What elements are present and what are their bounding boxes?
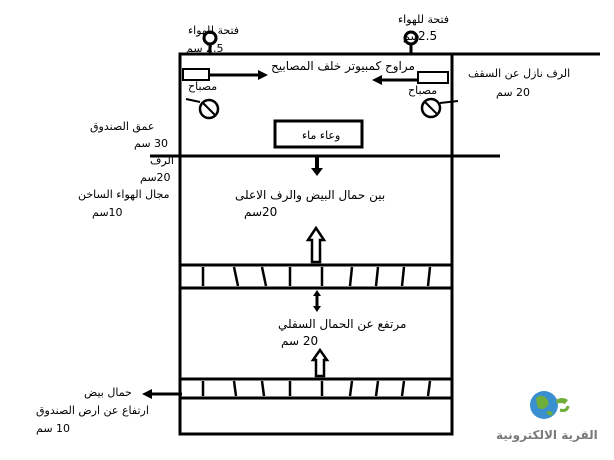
hot-air-size: 10سم xyxy=(92,206,123,219)
lower-egg-tray xyxy=(201,380,432,397)
arrow-tray-left-icon xyxy=(142,389,152,399)
fan-right-icon xyxy=(417,71,449,84)
shelf-label: الرف xyxy=(150,154,174,167)
tray-from-floor-label: ارتفاع عن ارض الصندوق xyxy=(36,404,149,417)
tray-from-floor-size: 10 سم xyxy=(36,422,71,435)
vent-left-size: 2.5 سم xyxy=(186,42,224,55)
fan-left-icon xyxy=(182,68,210,81)
arrow-up-hollow-lower-icon xyxy=(310,347,330,378)
vent-left-label: فتحة للهواء xyxy=(188,24,240,37)
fans-label: مراوح كمبيوتر خلف المصابيح xyxy=(271,59,415,73)
vent-right-unit: سم xyxy=(403,30,420,43)
lamp-right-label: مصباح xyxy=(408,84,438,97)
lower-tray-height-size: 20 سم xyxy=(281,334,319,348)
box-depth-size: 30 سم xyxy=(134,137,169,150)
shelf-from-ceiling-size: 20 سم xyxy=(496,86,531,99)
lamp-left-label: مصباح xyxy=(188,80,218,93)
between-trays-label: بين حمال البيض والرف الاعلى xyxy=(235,188,386,202)
arrow-left-icon xyxy=(372,75,382,85)
water-container xyxy=(273,119,364,149)
arrow-updown-icon xyxy=(313,306,321,312)
water-label: وعاء ماء xyxy=(302,129,341,142)
brand-name: القرية الالكترونية xyxy=(496,428,598,442)
globe-logo-icon xyxy=(530,391,570,419)
shelf-from-ceiling-label: الرف نازل عن السقف xyxy=(468,67,571,80)
arrow-right-icon xyxy=(258,70,268,80)
egg-tray-label: حمال بيض xyxy=(84,386,132,399)
vent-right-label: فتحة للهواء xyxy=(398,13,450,26)
hot-air-label: مجال الهواء الساخن xyxy=(78,188,170,201)
shelf-size: 20سم xyxy=(140,171,171,184)
lower-tray-height-label: مرتفع عن الحمال السفلي xyxy=(278,317,407,331)
upper-egg-tray xyxy=(201,266,432,287)
between-trays-size: 20سم xyxy=(244,205,278,219)
box-depth-label: عمق الصندوق xyxy=(90,120,155,133)
vent-right-size: 2.5 xyxy=(418,29,438,43)
arrow-up-hollow-icon xyxy=(305,225,327,264)
arrow-down-icon xyxy=(311,168,323,176)
